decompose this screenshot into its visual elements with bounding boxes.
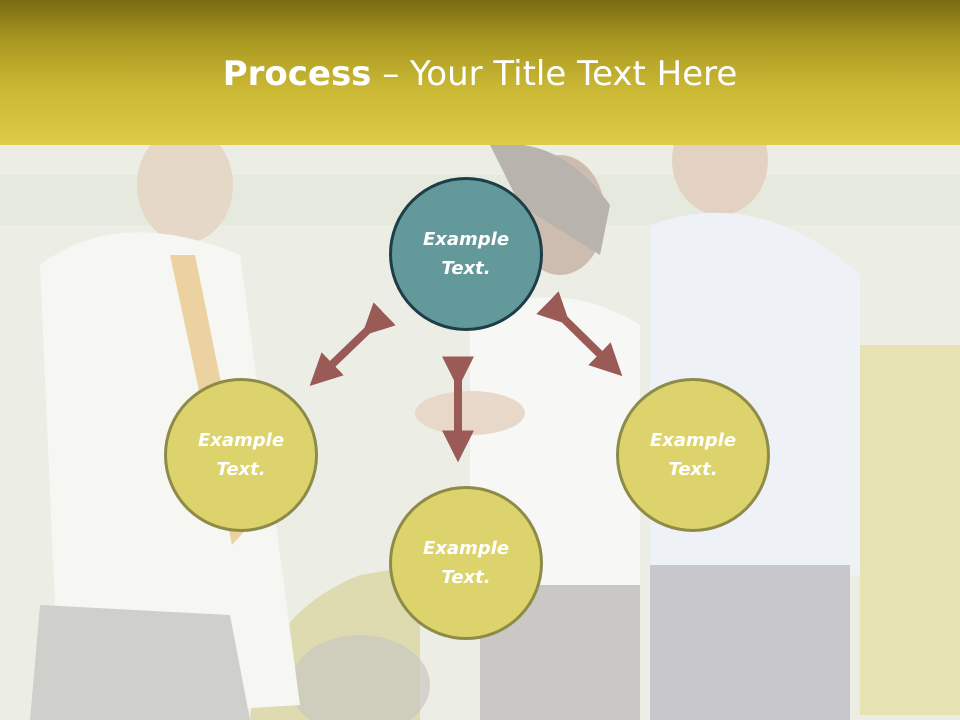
title-rest: – Your Title Text Here bbox=[371, 54, 738, 94]
background-photo-people bbox=[0, 145, 960, 720]
circle-right-label: Example Text. bbox=[649, 430, 737, 480]
diagram-circle-top: Example Text. bbox=[389, 177, 543, 331]
circle-bottom-label: Example Text. bbox=[422, 538, 510, 588]
title-band: Process – Your Title Text Here bbox=[0, 0, 960, 145]
diagram-circle-bottom: Example Text. bbox=[389, 486, 543, 640]
circle-left-label: Example Text. bbox=[197, 430, 285, 480]
circle-top-label: Example Text. bbox=[422, 229, 510, 279]
title-bold: Process bbox=[222, 54, 372, 94]
slide-title: Process – Your Title Text Here bbox=[0, 52, 960, 96]
diagram-circle-right: Example Text. bbox=[616, 378, 770, 532]
background-photo bbox=[0, 145, 960, 720]
diagram-circle-left: Example Text. bbox=[164, 378, 318, 532]
